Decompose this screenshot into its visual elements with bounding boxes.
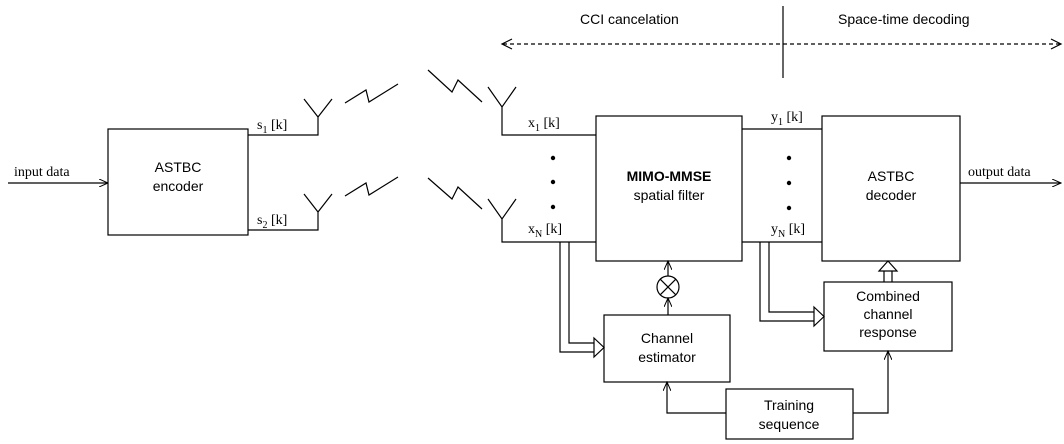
channel-estimator-block: Channel estimator bbox=[603, 314, 731, 383]
regions-left-arrowhead bbox=[500, 38, 513, 50]
radio-link-tx1 bbox=[344, 83, 399, 104]
yN-to-combined-double-arrow bbox=[759, 242, 825, 328]
estimator-line-2: estimator bbox=[638, 349, 696, 365]
mimo-mmse-filter-block: MIMO-MMSE spatial filter bbox=[595, 115, 743, 262]
space-time-decoding-label: Space-time decoding bbox=[838, 11, 970, 27]
tx-antenna-1 bbox=[248, 98, 333, 136]
combined-line-1: Combined bbox=[856, 288, 920, 304]
encoder-line-1: ASTBC bbox=[155, 159, 202, 175]
training-to-combined-arrow bbox=[853, 351, 888, 414]
y-ellipsis bbox=[786, 155, 792, 211]
input-data-label: input data bbox=[14, 165, 70, 180]
astbc-encoder-block: ASTBC encoder bbox=[107, 128, 249, 236]
combined-line-2: channel bbox=[863, 306, 912, 322]
x-ellipsis bbox=[550, 155, 556, 210]
astbc-decoder-block: ASTBC decoder bbox=[821, 115, 961, 262]
radio-link-rxN bbox=[427, 177, 483, 210]
cci-cancelation-label: CCI cancelation bbox=[580, 11, 679, 27]
radio-link-tx2 bbox=[344, 176, 399, 197]
encoder-line-2: encoder bbox=[153, 178, 204, 194]
s1-label: s1 [k] bbox=[257, 118, 287, 136]
estimator-line-1: Channel bbox=[641, 330, 693, 346]
s2-label: s2 [k] bbox=[257, 213, 287, 231]
processing-regions-header: CCI cancelation Space-time decoding bbox=[500, 6, 1063, 78]
filter-line-1: MIMO-MMSE bbox=[627, 168, 712, 184]
xN-label: xN [k] bbox=[528, 222, 562, 240]
x1-label: x1 [k] bbox=[528, 116, 560, 134]
combined-to-decoder-double-arrow bbox=[877, 260, 899, 282]
training-sequence-block: Training sequence bbox=[725, 388, 854, 440]
training-line-2: sequence bbox=[759, 416, 820, 432]
filter-line-2: spatial filter bbox=[634, 187, 705, 203]
multiplier-icon bbox=[656, 275, 680, 299]
radio-link-rx1 bbox=[427, 69, 483, 103]
training-line-1: Training bbox=[764, 397, 814, 413]
decoder-line-2: decoder bbox=[866, 187, 917, 203]
decoder-line-1: ASTBC bbox=[868, 168, 915, 184]
combined-channel-response-block: Combined channel response bbox=[823, 281, 953, 352]
rx-antenna-N bbox=[487, 198, 596, 243]
yN-label: yN [k] bbox=[771, 222, 805, 240]
xN-to-estimator-double-arrow bbox=[559, 242, 605, 359]
combined-line-3: response bbox=[859, 324, 917, 340]
regions-right-arrowhead bbox=[1050, 38, 1063, 50]
tx-antenna-2 bbox=[248, 193, 333, 231]
rx-antenna-1 bbox=[487, 86, 596, 136]
y1-label: y1 [k] bbox=[771, 110, 803, 128]
output-data-label: output data bbox=[968, 165, 1031, 180]
training-to-estimator-arrow bbox=[667, 382, 726, 414]
